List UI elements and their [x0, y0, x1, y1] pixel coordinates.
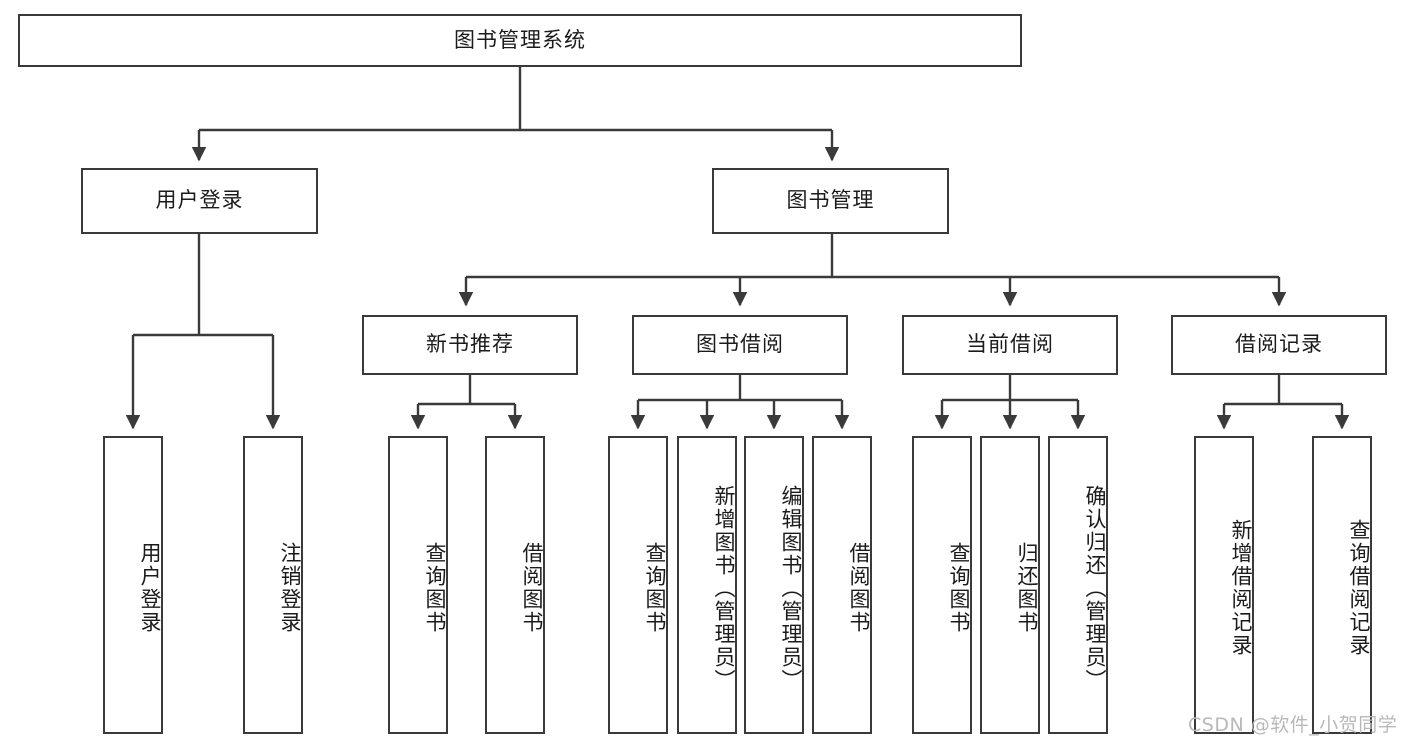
node-user-login[interactable]: 用户登录	[81, 168, 318, 234]
node-label: 图书借阅	[696, 332, 784, 357]
leaf-user-login-logout[interactable]: 注销登录	[243, 436, 303, 734]
node-label: 借阅记录	[1235, 332, 1323, 357]
node-label: 查询图书	[947, 542, 971, 634]
node-label: 注销登录	[278, 542, 302, 634]
leaf-new-book-borrow[interactable]: 借阅图书	[485, 436, 545, 734]
node-label: 新书推荐	[426, 332, 514, 357]
node-label: 借阅图书	[847, 542, 871, 634]
node-label: 新增借阅记录	[1229, 519, 1253, 657]
node-label: 借阅图书	[520, 542, 544, 634]
leaf-book-borrow-add[interactable]: 新增图书（管理员）	[677, 436, 737, 734]
node-label: 查询借阅记录	[1347, 519, 1371, 657]
node-label: 用户登录	[138, 542, 162, 634]
node-label: 图书管理系统	[454, 27, 586, 52]
node-label: 用户登录	[155, 188, 244, 213]
leaf-book-borrow-borrow[interactable]: 借阅图书	[812, 436, 872, 734]
leaf-current-borrow-confirm-return[interactable]: 确认归还（管理员）	[1048, 436, 1108, 734]
node-label: 查询图书	[643, 542, 667, 634]
node-label: 编辑图书（管理员）	[779, 484, 803, 692]
leaf-user-login-login[interactable]: 用户登录	[103, 436, 163, 734]
leaf-book-borrow-query[interactable]: 查询图书	[608, 436, 668, 734]
leaf-borrow-record-query[interactable]: 查询借阅记录	[1312, 436, 1372, 734]
node-borrow-record[interactable]: 借阅记录	[1171, 315, 1387, 375]
node-root-system[interactable]: 图书管理系统	[18, 14, 1022, 67]
leaf-book-borrow-edit[interactable]: 编辑图书（管理员）	[744, 436, 804, 734]
node-current-borrow[interactable]: 当前借阅	[902, 315, 1118, 375]
leaf-new-book-query[interactable]: 查询图书	[388, 436, 448, 734]
node-book-borrow[interactable]: 图书借阅	[632, 315, 848, 375]
node-book-management[interactable]: 图书管理	[712, 168, 949, 234]
leaf-borrow-record-add[interactable]: 新增借阅记录	[1194, 436, 1254, 734]
node-label: 归还图书	[1015, 542, 1039, 634]
node-label: 查询图书	[423, 542, 447, 634]
node-label: 确认归还（管理员）	[1083, 484, 1107, 692]
node-label: 新增图书（管理员）	[712, 484, 736, 692]
leaf-current-borrow-query[interactable]: 查询图书	[912, 436, 972, 734]
node-new-book-recommend[interactable]: 新书推荐	[362, 315, 578, 375]
node-label: 图书管理	[786, 188, 875, 213]
leaf-current-borrow-return[interactable]: 归还图书	[980, 436, 1040, 734]
node-label: 当前借阅	[966, 332, 1054, 357]
